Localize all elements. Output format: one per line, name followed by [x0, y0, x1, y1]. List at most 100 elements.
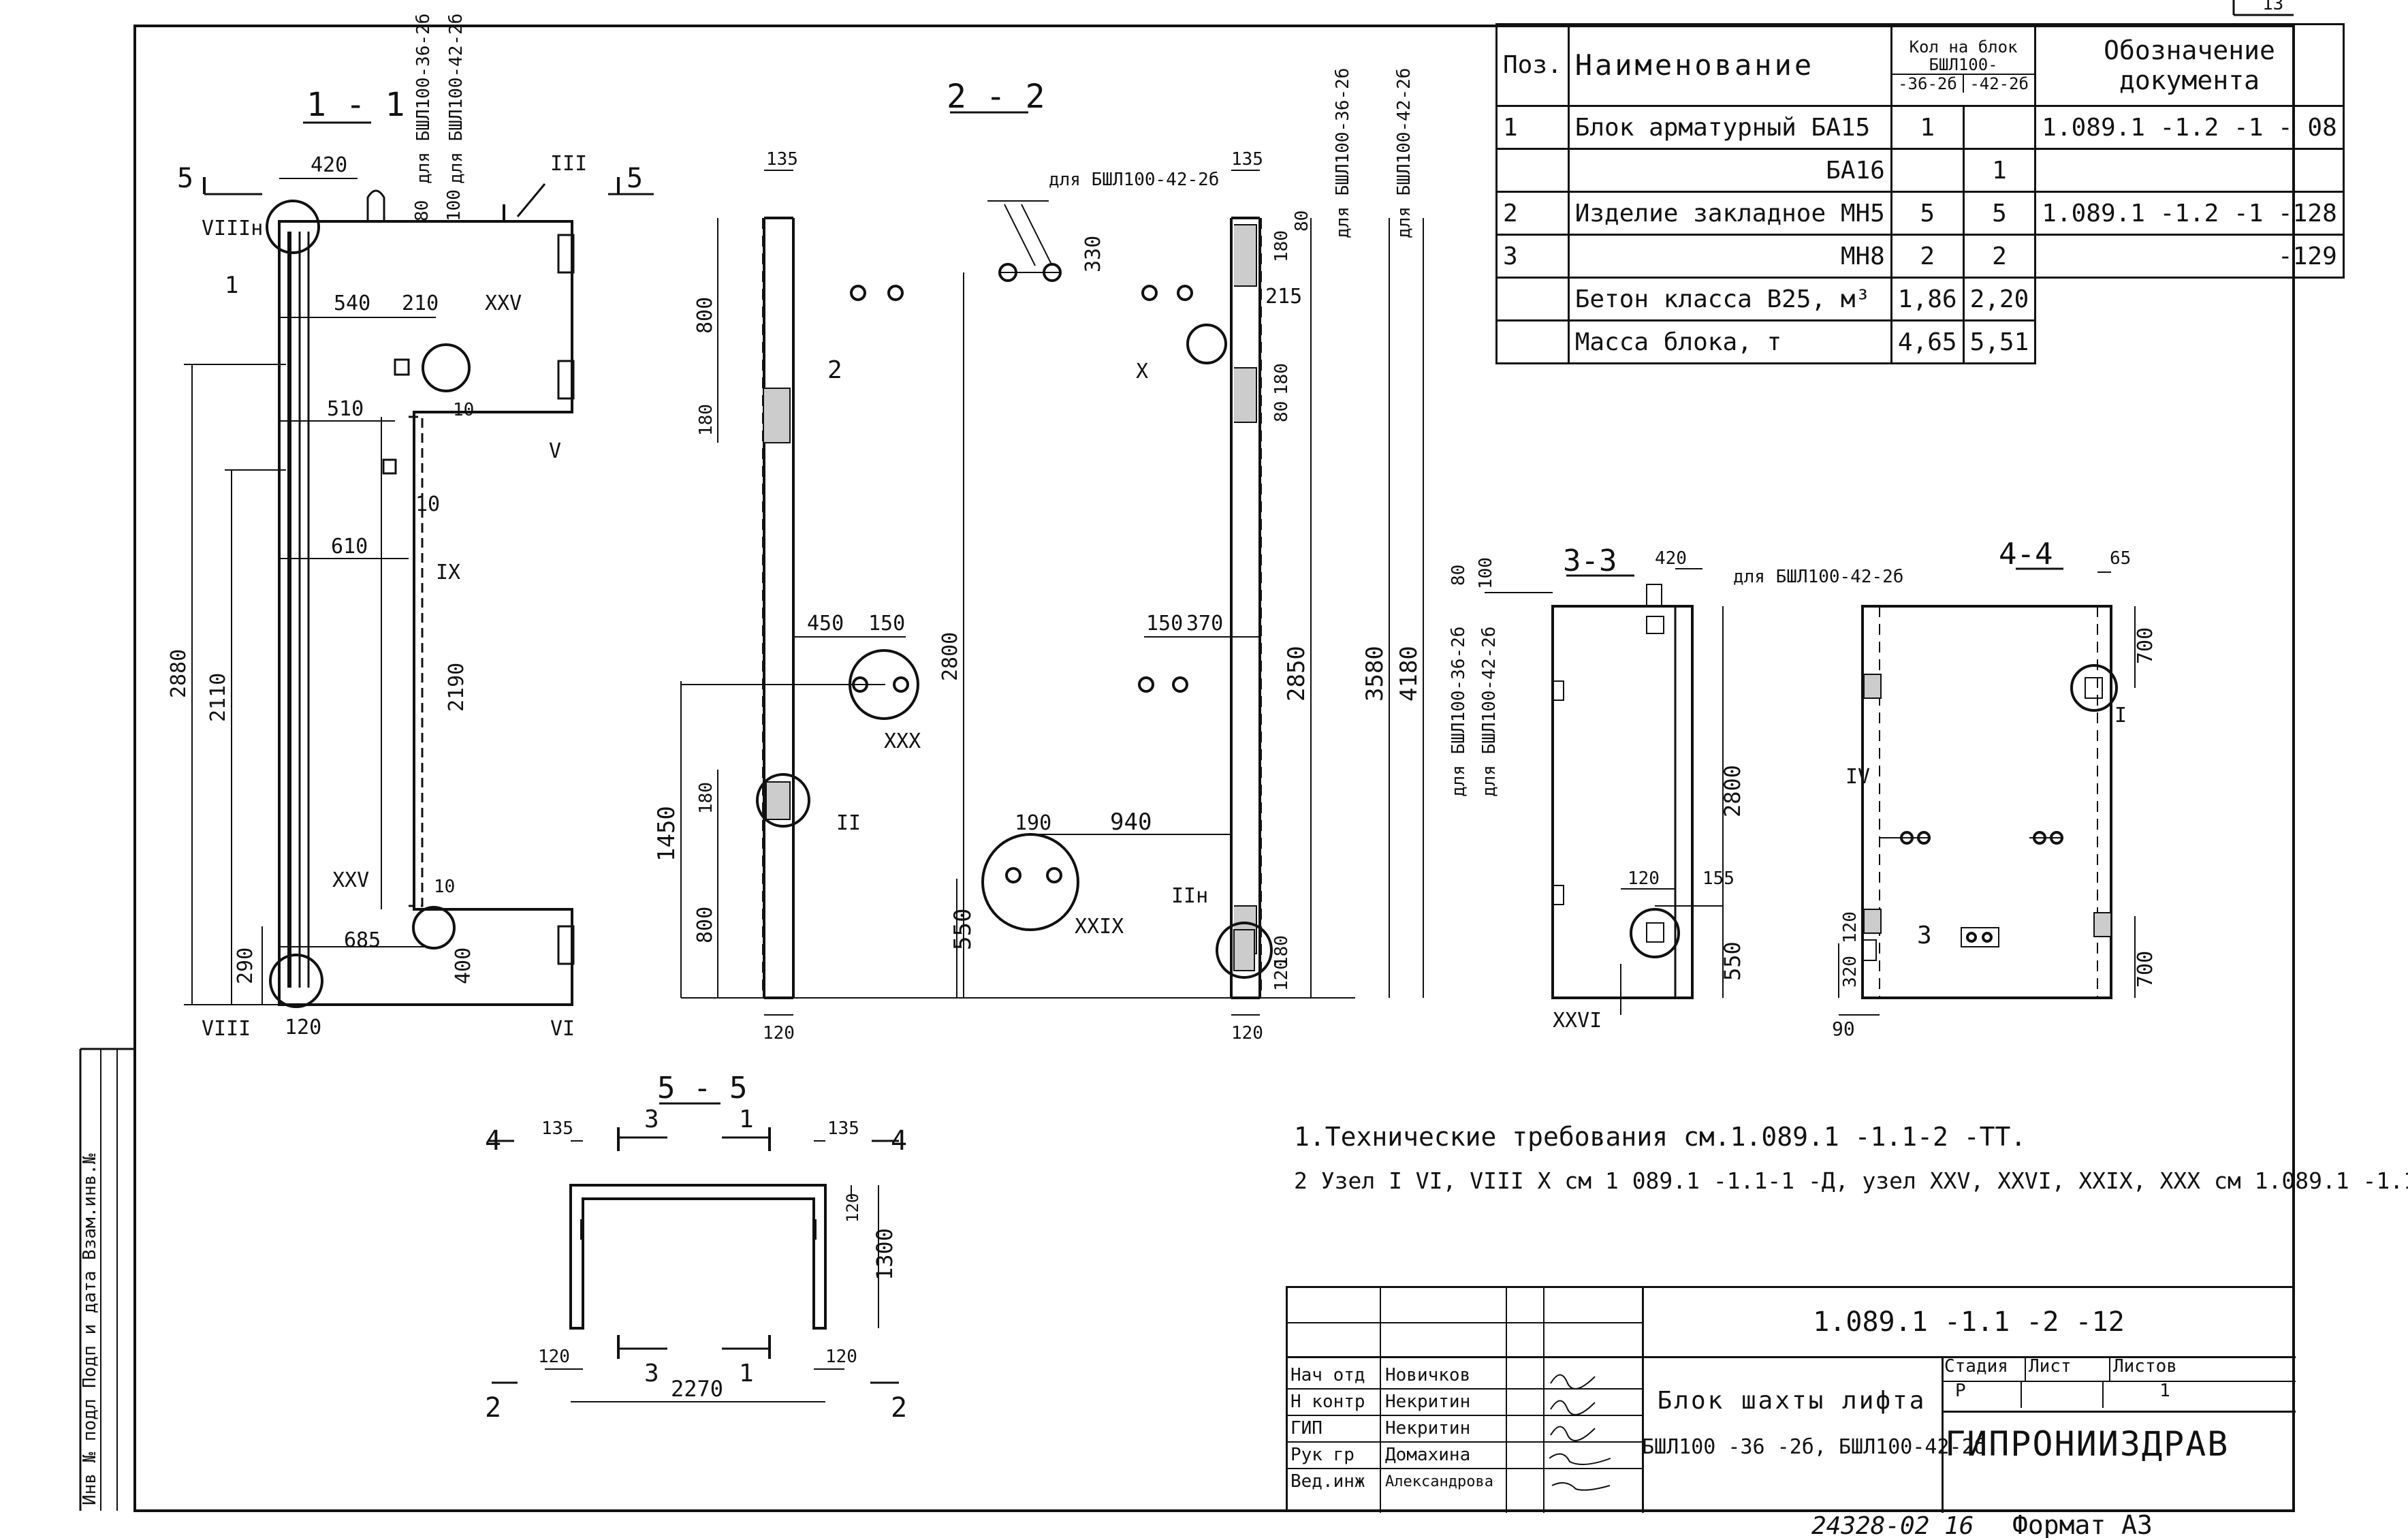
- dim-180-left: 180: [696, 404, 716, 436]
- spec-row-doc: [2035, 278, 2343, 321]
- dim-2800: 2800: [938, 632, 962, 681]
- role-row: Н контр Некритин: [1288, 1390, 1642, 1416]
- spec-row-doc: -129: [2034, 234, 2345, 279]
- note-for-36: для БШЛ100-36-2б: [413, 14, 434, 184]
- spec-row: 1 Блок арматурный БА15 1 1.089.1 -1.2 -1…: [1495, 105, 2345, 150]
- note-for-42-2-2-side: для БШЛ100-42-2б: [1394, 68, 1414, 238]
- dim-290: 290: [234, 947, 257, 984]
- dim-120-5-5-left: 120: [538, 1347, 570, 1367]
- note-for-42-3-3: для БШЛ100-42-2б: [1733, 567, 1903, 587]
- spec-row-doc: [2035, 321, 2343, 364]
- dim-2190: 2190: [445, 663, 469, 712]
- role-name: Александрова: [1385, 1473, 1493, 1490]
- section-4-4-title: 4-4: [1999, 537, 2053, 571]
- dim-135-right: 135: [1231, 149, 1263, 170]
- node-X: X: [1136, 360, 1148, 383]
- dim-540: 540: [334, 292, 370, 315]
- cut-2-left: 2: [485, 1392, 501, 1424]
- title-line2: БШЛ100 -36 -2б, БШЛ100-42-2б: [1642, 1435, 1986, 1459]
- section-4-4: [1838, 567, 2136, 1016]
- signature-scribbles: [1549, 1374, 1611, 1491]
- signature-grid: Нач отд Новичков Н контр Некритин ГИП Не…: [1288, 1288, 1644, 1513]
- cut-3-top: 3: [644, 1105, 659, 1133]
- spec-row-pos: 1: [1495, 105, 1570, 150]
- dim-135-5-5-left: 135: [541, 1118, 573, 1139]
- organization-name: ГИПРОНИИЗДРАВ: [1945, 1424, 2230, 1464]
- note-for-36-3-3: для БШЛ100-36-2б: [1448, 627, 1469, 797]
- spec-row-name: Блок арматурный БА15: [1567, 105, 1892, 150]
- spec-row-q2: [1962, 105, 2037, 150]
- spec-row-q1: 1: [1890, 105, 1965, 150]
- dim-1450: 1450: [653, 806, 680, 862]
- spec-row-name: МН8: [1567, 234, 1892, 279]
- role-row: ГИП Некритин: [1288, 1416, 1642, 1443]
- section-5-5: [489, 1102, 899, 1402]
- cut-2-right: 2: [891, 1392, 907, 1424]
- pos-2-marker: 2: [827, 356, 842, 384]
- dim-190: 190: [1015, 811, 1051, 835]
- node-VIII: VIII: [202, 1017, 251, 1041]
- section-3-3: [1485, 568, 1724, 1015]
- title-cell: Блок шахты лифта БШЛ100 -36 -2б, БШЛ100-…: [1642, 1356, 1986, 1513]
- spec-row-q2: 5,51: [1962, 319, 2037, 364]
- dim-550-3-3: 550: [1720, 941, 1745, 981]
- role-title: Н контр: [1290, 1392, 1365, 1412]
- role-name: Некритин: [1385, 1418, 1471, 1439]
- spec-row-doc: [2034, 148, 2345, 193]
- spec-row-doc: 1.089.1 -1.2 -1 -128: [2034, 191, 2345, 236]
- dim-180-bottom-right: 180: [1271, 935, 1292, 967]
- dim-420-3-3: 420: [1655, 548, 1687, 569]
- dim-120-5-5-v: 120: [843, 1193, 862, 1223]
- spec-row: 3 МН8 2 2 -129: [1495, 234, 2345, 279]
- section-1-1: 1 - 1: [184, 86, 654, 1008]
- node-I: I: [2114, 704, 2127, 727]
- sheets-value: 1: [2159, 1381, 2170, 1401]
- role-row: Рук гр Домахина: [1288, 1443, 1642, 1469]
- spec-table: Поз. Наименование Кол на блок БШЛ100- -3…: [1495, 23, 2345, 364]
- role-row: Нач отд Новичков: [1288, 1363, 1642, 1390]
- dim-120-bottom-right-v: 120: [1271, 959, 1292, 991]
- role-row: Вед.инж Александрова: [1288, 1469, 1642, 1494]
- stage-value: Р: [1942, 1381, 2022, 1408]
- spec-header-pos: Поз.: [1495, 23, 1570, 107]
- dim-120-3-3: 120: [1628, 868, 1660, 889]
- dim-400: 400: [452, 947, 475, 984]
- spec-header-qty: Кол на блок БШЛ100- -36-2б -42-2б: [1890, 23, 2037, 107]
- node-III: III: [550, 152, 587, 176]
- note-2: 2 Узел I VI, VIII X см 1 089.1 -1.1-1 -Д…: [1294, 1167, 2408, 1194]
- pos-3-marker: 3: [1917, 922, 1932, 950]
- dim-420: 420: [311, 153, 347, 177]
- spec-row: Бетон класса В25, м³ 1,86 2,20: [1495, 277, 2344, 321]
- spec-header-doc-line1: Обозначение: [2104, 35, 2275, 65]
- dim-80-3-3: 80: [1448, 565, 1469, 586]
- node-V: V: [549, 439, 561, 463]
- spec-row-pos: 2: [1495, 191, 1570, 236]
- dim-610: 610: [331, 535, 368, 559]
- section-5-5-title: 5 - 5: [657, 1071, 747, 1105]
- dim-65: 65: [2110, 548, 2131, 569]
- section-2-2-title: 2 - 2: [947, 78, 1045, 116]
- dim-3580: 3580: [1361, 646, 1389, 702]
- dim-215: 215: [1265, 285, 1302, 309]
- spec-row-q2: 1: [1962, 148, 2037, 193]
- spec-header-qty-line2: БШЛ100-: [1929, 54, 1998, 74]
- format-label: Формат А3: [2012, 1510, 2153, 1538]
- spec-header-qty-line1: Кол на блок: [1909, 37, 2018, 57]
- spec-header-doc-line2: документа: [2119, 65, 2260, 95]
- cut-4-left: 4: [485, 1125, 501, 1157]
- dim-10a: 10: [415, 492, 440, 516]
- sheet-header: Лист: [2026, 1356, 2110, 1381]
- note-for-36-2-2: для БШЛ100-36-2б: [1333, 68, 1353, 238]
- node-XXV-top: XXV: [485, 292, 522, 315]
- dim-120-bottom-right: 120: [1231, 1023, 1263, 1043]
- cut-1-top: 1: [739, 1105, 754, 1133]
- dim-700-bottom: 700: [2134, 951, 2157, 988]
- dim-80: 80: [412, 200, 432, 221]
- pos-1-marker: 1: [225, 272, 238, 299]
- cut-5-left: 5: [177, 163, 193, 194]
- dim-100: 100: [444, 189, 464, 221]
- dim-320: 320: [1840, 956, 1860, 988]
- dim-2270: 2270: [671, 1376, 723, 1402]
- dim-1300: 1300: [872, 1228, 898, 1281]
